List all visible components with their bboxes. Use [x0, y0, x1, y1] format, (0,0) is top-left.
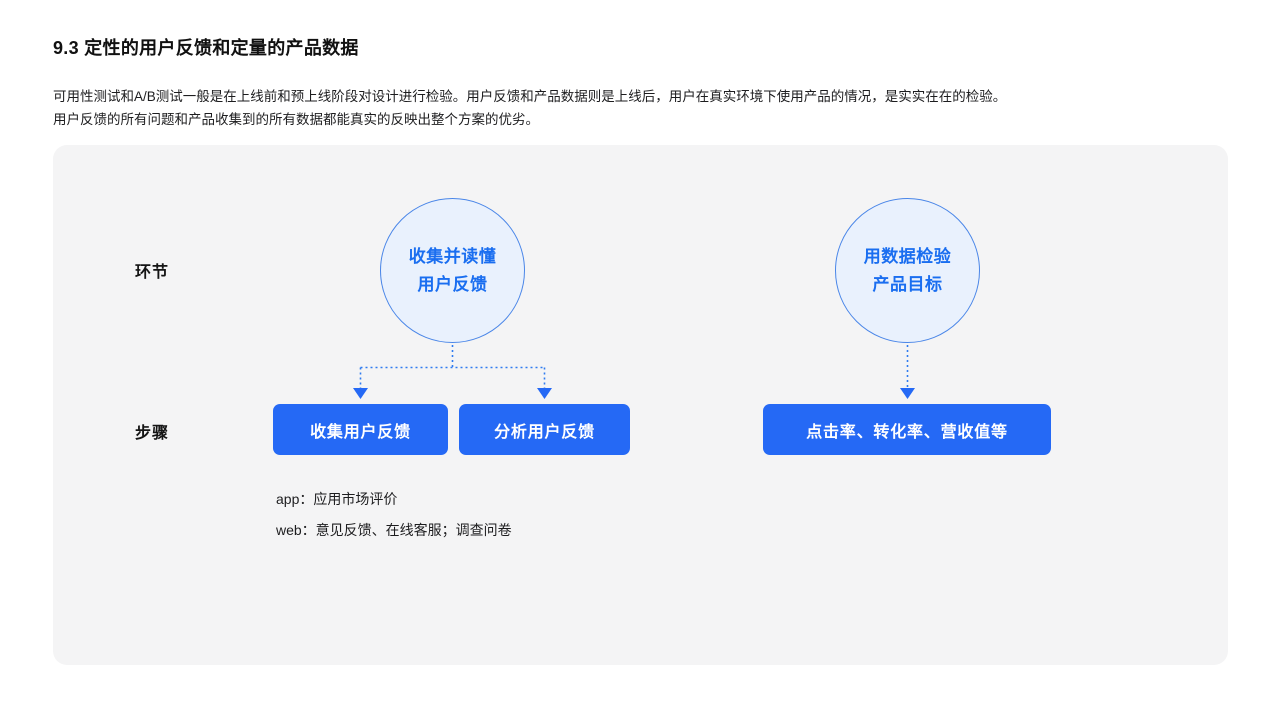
step-box-metrics[interactable]: 点击率、转化率、营收值等 — [763, 404, 1051, 455]
step-box-analyze-user-feedback[interactable]: 分析用户反馈 — [459, 404, 630, 455]
intro-line-1: 可用性测试和A/B测试一般是在上线前和预上线阶段对设计进行检验。用户反馈和产品数… — [53, 89, 1007, 104]
intro-line-2: 用户反馈的所有问题和产品收集到的所有数据都能真实的反映出整个方案的优劣。 — [53, 112, 539, 127]
circle-node-line-2: 用户反馈 — [417, 274, 488, 294]
step-box-collect-user-feedback[interactable]: 收集用户反馈 — [273, 404, 448, 455]
page-title: 9.3 定性的用户反馈和定量的产品数据 — [53, 38, 359, 58]
row-label-stage: 环节 — [135, 264, 170, 281]
circle-node-line-2: 产品目标 — [872, 274, 943, 294]
intro-paragraph: 可用性测试和A/B测试一般是在上线前和预上线阶段对设计进行检验。用户反馈和产品数… — [53, 85, 1233, 131]
note-line-app: app：应用市场评价 — [276, 491, 398, 507]
circle-node-line-1: 收集并读懂 — [408, 246, 497, 266]
diagram-card — [53, 145, 1228, 665]
row-label-steps: 步骤 — [135, 425, 170, 442]
notes-list: app：应用市场评价 web：意见反馈、在线客服；调查问卷 — [276, 484, 512, 546]
note-line-web: web：意见反馈、在线客服；调查问卷 — [276, 522, 512, 538]
circle-node-collect-feedback[interactable]: 收集并读懂 用户反馈 — [380, 198, 525, 343]
circle-node-verify-with-data[interactable]: 用数据检验 产品目标 — [835, 198, 980, 343]
circle-node-line-1: 用数据检验 — [863, 246, 952, 266]
